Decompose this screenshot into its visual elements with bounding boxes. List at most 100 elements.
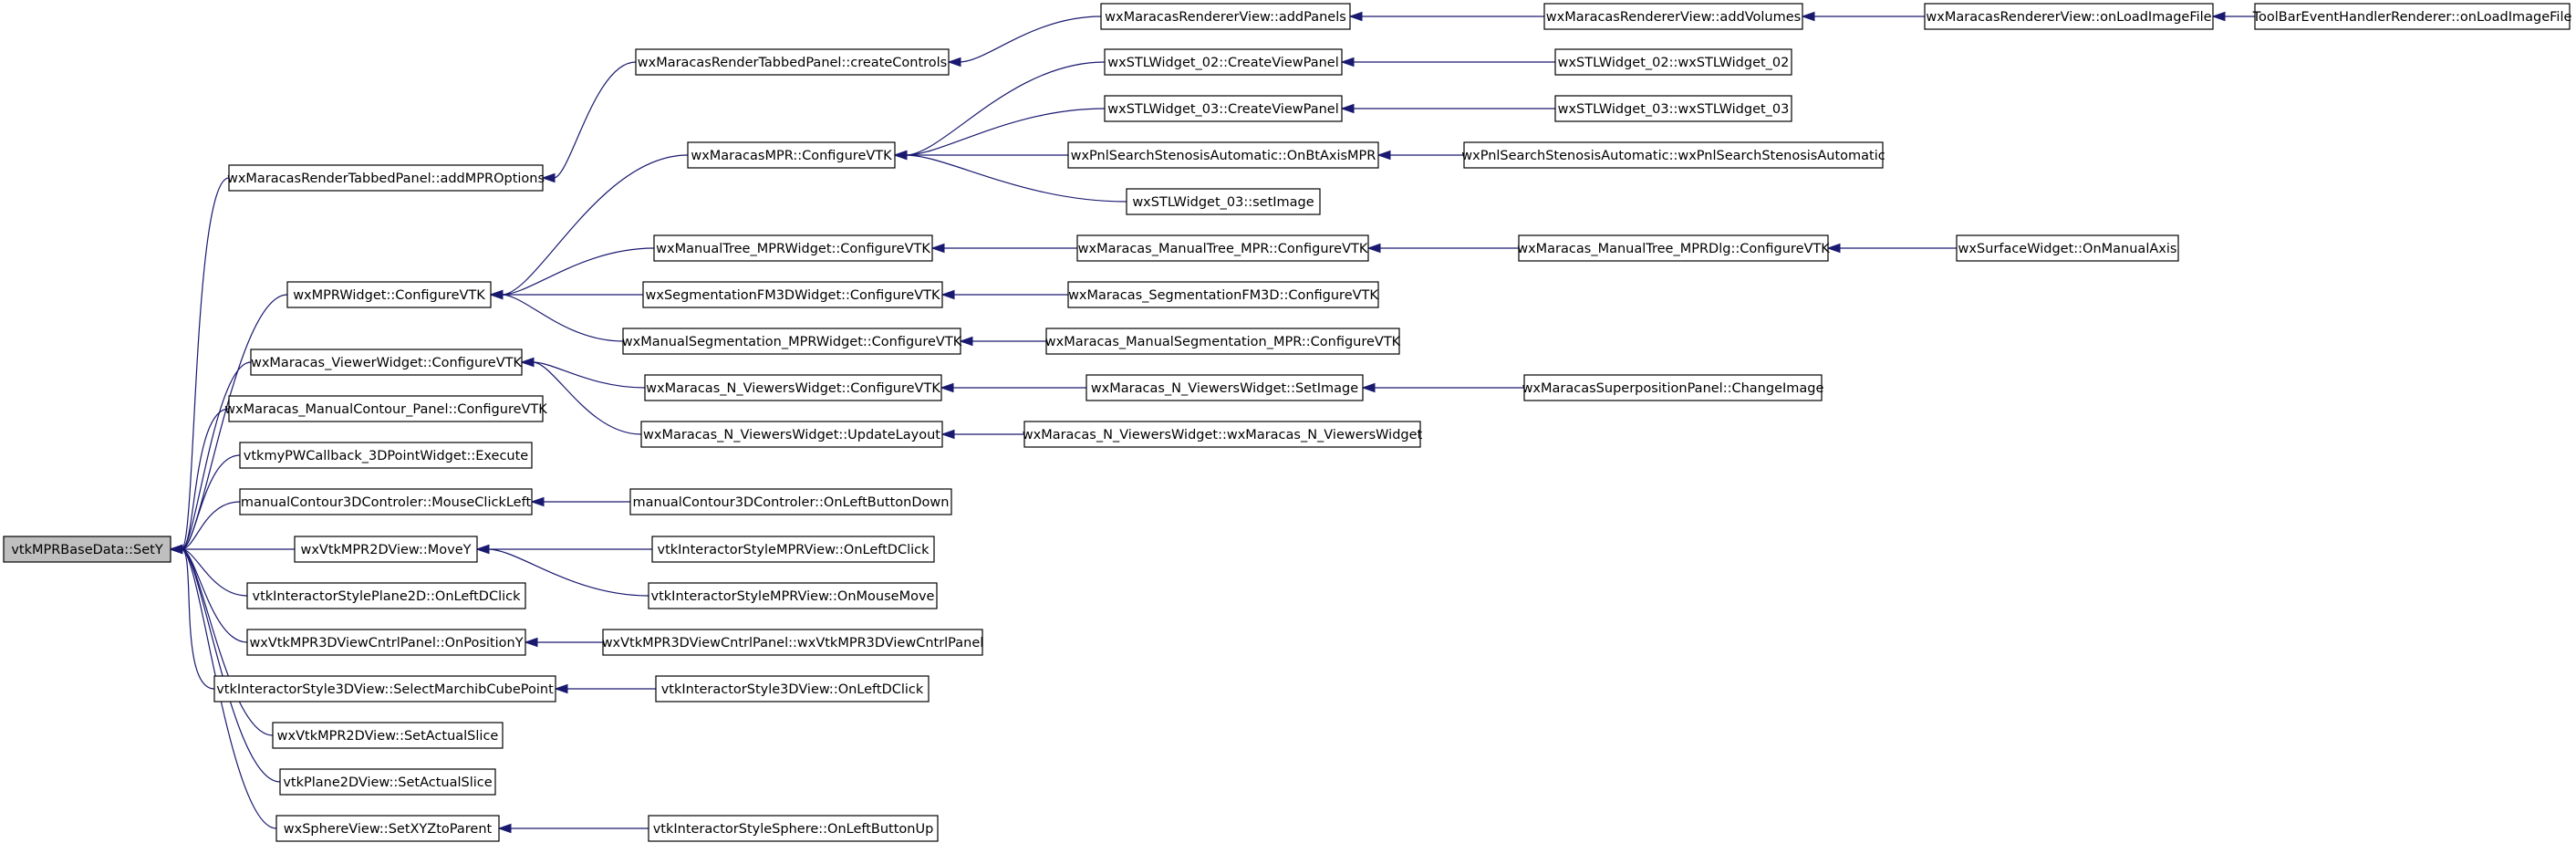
edge-n19-to-n18 (1826, 243, 1957, 254)
edge-n26-to-n25 (940, 382, 1087, 393)
function-node[interactable]: wxSTLWidget_02::CreateViewPanel (1104, 48, 1343, 76)
edge-line (501, 154, 689, 296)
function-node[interactable]: vtkInteractorStyleMPRView::OnLeftDClick (651, 536, 935, 563)
function-node[interactable]: wxMPRWidget::ConfigureVTK (286, 281, 492, 308)
node-label: wxSTLWidget_03::setImage (1132, 195, 1314, 210)
node-label: wxMaracasRenderTabbedPanel::addMPROption… (227, 172, 545, 186)
function-node[interactable]: wxMaracas_ManualContour_Panel::Configure… (224, 395, 547, 422)
node-label: wxSTLWidget_02::wxSTLWidget_02 (1558, 56, 1790, 70)
function-node[interactable]: wxPnlSearchStenosisAutomatic::wxPnlSearc… (1461, 141, 1885, 169)
node-box (279, 768, 496, 796)
node-box (1956, 234, 2179, 262)
node-box (272, 722, 504, 749)
arrowhead (554, 683, 568, 694)
function-node[interactable]: vtkPlane2DView::SetActualSlice (279, 768, 496, 796)
function-node[interactable]: wxManualSegmentation_MPRWidget::Configur… (622, 328, 962, 355)
function-node[interactable]: wxSTLWidget_03::CreateViewPanel (1104, 95, 1343, 122)
node-box (635, 48, 950, 76)
node-box (1554, 95, 1792, 122)
function-node[interactable]: wxMaracas_N_ViewersWidget::ConfigureVTK (644, 374, 942, 401)
function-node[interactable]: wxMaracasRendererView::addVolumes (1543, 3, 1803, 30)
node-label: wxMaracas_ManualContour_Panel::Configure… (224, 402, 547, 417)
function-node[interactable]: wxSTLWidget_03::wxSTLWidget_03 (1554, 95, 1792, 122)
node-label: vtkInteractorStyleMPRView::OnMouseMove (651, 589, 935, 604)
arrowhead (947, 57, 961, 68)
edges-layer (169, 11, 2255, 834)
node-label: wxSegmentationFM3DWidget::ConfigureVTK (646, 288, 940, 303)
function-node[interactable]: wxSTLWidget_03::setImage (1126, 188, 1321, 215)
edge-n43-to-n0 (169, 544, 281, 783)
function-node[interactable]: vtkInteractorStyleSphere::OnLeftButtonUp (648, 815, 939, 842)
node-label: wxVtkMPR2DView::MoveY (300, 543, 471, 557)
arrowhead (2211, 11, 2226, 22)
edge-n3-to-n2 (947, 16, 1102, 68)
function-node[interactable]: ToolBarEventHandlerRenderer::onLoadImage… (2252, 3, 2572, 30)
node-label: wxSphereView::SetXYZtoParent (284, 822, 493, 837)
function-node[interactable]: wxSphereView::SetXYZtoParent (275, 815, 500, 842)
edge-n16-to-n7 (489, 247, 655, 300)
function-node[interactable]: wxMaracas_N_ViewersWidget::wxMaracas_N_V… (1023, 421, 1423, 448)
function-node[interactable]: manualContour3DControler::MouseClickLeft (239, 488, 533, 515)
function-node[interactable]: wxMaracasMPR::ConfigureVTK (687, 141, 896, 169)
edge-n15-to-n8 (893, 150, 1127, 203)
node-box (1126, 188, 1321, 215)
function-node[interactable]: wxSegmentationFM3DWidget::ConfigureVTK (642, 281, 943, 308)
edge-n41-to-n40 (554, 683, 656, 694)
function-node[interactable]: wxMaracas_N_ViewersWidget::SetImage (1085, 374, 1364, 401)
function-node[interactable]: wxMaracasRendererView::onLoadImageFile (1924, 3, 2214, 30)
node-label: wxMaracas_ManualTree_MPR::ConfigureVTK (1078, 242, 1368, 256)
function-node[interactable]: wxMaracas_N_ViewersWidget::UpdateLayout (640, 421, 943, 448)
node-label: wxMaracas_N_ViewersWidget::UpdateLayout (643, 428, 940, 442)
edge-line (181, 454, 241, 550)
edge-n24-to-n0 (169, 361, 252, 555)
arrowhead (940, 289, 955, 300)
edge-n27-to-n26 (1361, 382, 1525, 393)
node-label: wxSTLWidget_03::wxSTLWidget_03 (1558, 102, 1790, 117)
node-label: wxMaracas_ManualTree_MPRDlg::ConfigureVT… (1517, 242, 1830, 256)
function-node[interactable]: vtkInteractorStyle3DView::OnLeftDClick (655, 675, 930, 702)
function-node[interactable]: wxMaracas_ManualTree_MPRDlg::ConfigureVT… (1517, 234, 1830, 262)
node-label: vtkInteractorStyle3DView::OnLeftDClick (661, 682, 924, 697)
edge-line (181, 408, 230, 550)
node-box (294, 536, 478, 563)
function-node[interactable]: wxMaracas_ManualSegmentation_MPR::Config… (1045, 328, 1401, 355)
edge-n39-to-n38 (524, 637, 604, 648)
function-node[interactable]: vtkInteractorStyle3DView::SelectMarchibC… (213, 675, 556, 702)
function-node[interactable]: wxSurfaceWidget::OnManualAxis (1956, 234, 2179, 262)
edge-n18-to-n17 (1366, 243, 1519, 254)
function-node[interactable]: wxVtkMPR2DView::MoveY (294, 536, 478, 563)
edge-line (905, 61, 1106, 156)
function-node[interactable]: wxVtkMPR2DView::SetActualSlice (272, 722, 504, 749)
function-node[interactable]: vtkmyPWCallback_3DPointWidget::Execute (239, 442, 533, 469)
root-node[interactable]: vtkMPRBaseData::SetY (3, 536, 171, 563)
node-label: wxMaracas_ViewerWidget::ConfigureVTK (251, 356, 523, 370)
arrowhead (940, 429, 955, 440)
node-label: wxMPRWidget::ConfigureVTK (293, 288, 485, 303)
node-box (1463, 141, 1884, 169)
function-node[interactable]: wxMaracas_ViewerWidget::ConfigureVTK (250, 349, 523, 376)
function-node[interactable]: wxMaracasRenderTabbedPanel::createContro… (635, 48, 950, 76)
function-node[interactable]: wxSTLWidget_02::wxSTLWidget_02 (1554, 48, 1792, 76)
function-node[interactable]: wxMaracasSuperpositionPanel::ChangeImage (1522, 374, 1824, 401)
edge-line (532, 361, 646, 389)
function-node[interactable]: manualContour3DControler::OnLeftButtonDo… (629, 488, 952, 515)
edge-line (181, 177, 230, 550)
node-label: wxManualSegmentation_MPRWidget::Configur… (622, 335, 962, 349)
function-node[interactable]: wxMaracas_ManualTree_MPR::ConfigureVTK (1076, 234, 1369, 262)
function-node[interactable]: wxMaracasRenderTabbedPanel::addMPROption… (227, 164, 545, 192)
edge-line (905, 108, 1106, 156)
function-node[interactable]: wxMaracasRendererView::addPanels (1100, 3, 1351, 30)
function-node[interactable]: vtkInteractorStyleMPRView::OnMouseMove (648, 582, 938, 609)
function-node[interactable]: wxVtkMPR3DViewCntrlPanel::wxVtkMPR3DView… (602, 629, 984, 656)
function-node[interactable]: wxMaracas_SegmentationFM3D::ConfigureVTK (1067, 281, 1379, 308)
function-node[interactable]: vtkInteractorStylePlane2D::OnLeftDClick (246, 582, 526, 609)
edge-line (959, 16, 1102, 63)
node-box (1924, 3, 2214, 30)
node-label: wxPnlSearchStenosisAutomatic::OnBtAxisMP… (1071, 149, 1376, 163)
node-label: wxVtkMPR3DViewCntrlPanel::wxVtkMPR3DView… (602, 636, 984, 650)
function-node[interactable]: wxManualTree_MPRWidget::ConfigureVTK (653, 234, 933, 262)
node-label: wxMaracas_ManualSegmentation_MPR::Config… (1045, 335, 1401, 349)
function-node[interactable]: wxPnlSearchStenosisAutomatic::OnBtAxisMP… (1067, 141, 1379, 169)
node-box (1100, 3, 1351, 30)
function-node[interactable]: wxVtkMPR3DViewCntrlPanel::OnPositionY (246, 629, 526, 656)
